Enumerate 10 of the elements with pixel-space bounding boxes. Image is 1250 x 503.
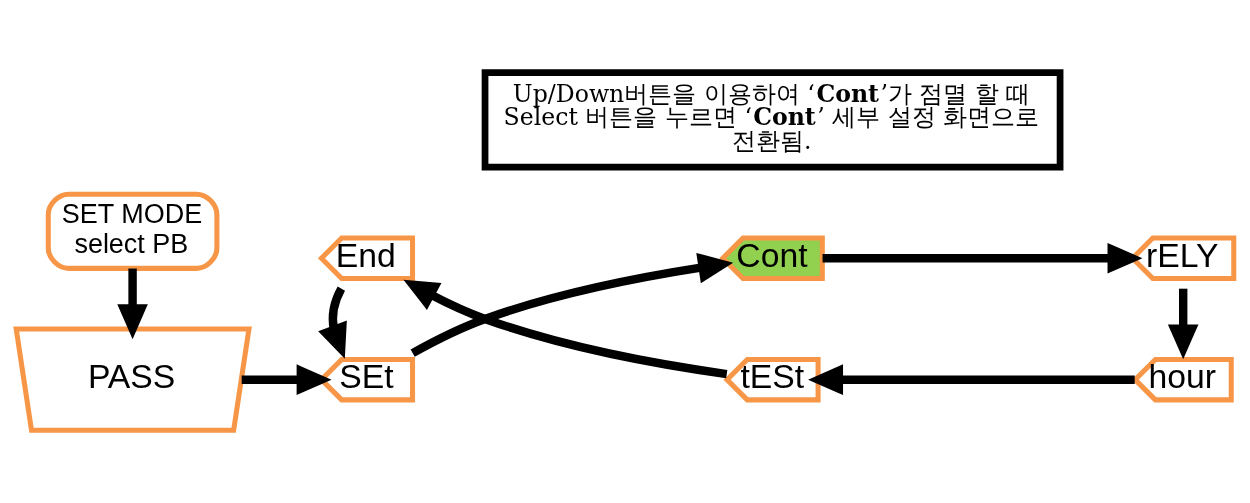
arrow bbox=[403, 279, 728, 379]
arrow bbox=[822, 242, 1143, 274]
arrow bbox=[808, 364, 1135, 395]
arrow bbox=[318, 286, 347, 359]
arrow bbox=[1167, 288, 1199, 360]
arrow bbox=[117, 268, 148, 340]
node-box: SET MODE select PB bbox=[45, 191, 220, 271]
arrow bbox=[410, 252, 734, 357]
node-box: Up/Down버튼을 이용하여 ‘Cont’가 점멸 할 때 Select 버튼을 누르면 ‘Cont’ 세부 설정 화면으로 전환됨. bbox=[481, 69, 1064, 171]
arrow bbox=[241, 364, 332, 395]
